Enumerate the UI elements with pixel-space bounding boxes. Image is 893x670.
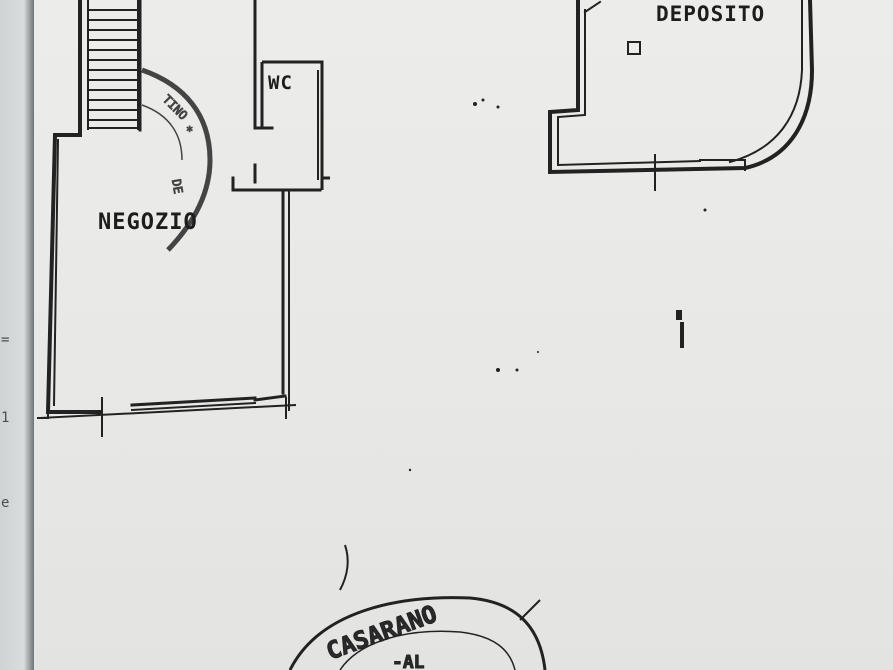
staircase [87, 0, 139, 130]
wc-walls [260, 60, 330, 190]
room-label-deposito: DEPOSITO [656, 2, 766, 26]
deposito-walls [548, 0, 815, 191]
top-stamp-side-text: DE [169, 178, 185, 195]
top-stamp-star: * [186, 124, 193, 138]
bottom-stamp-inner: -AL [392, 652, 425, 670]
room-label-negozio: NEGOZIO [98, 210, 198, 235]
edge-mark: e [1, 495, 10, 511]
edge-mark: 1 [1, 410, 10, 426]
edge-mark: = [1, 332, 10, 348]
bottom-stamp: CASARANO -AL [288, 544, 547, 670]
room-label-wc: WC [268, 72, 293, 94]
floor-plan-sheet [34, 0, 893, 670]
scan-specks [408, 98, 707, 472]
negozio-walls [37, 0, 322, 437]
paper-left-edge: = 1 e [0, 0, 34, 670]
